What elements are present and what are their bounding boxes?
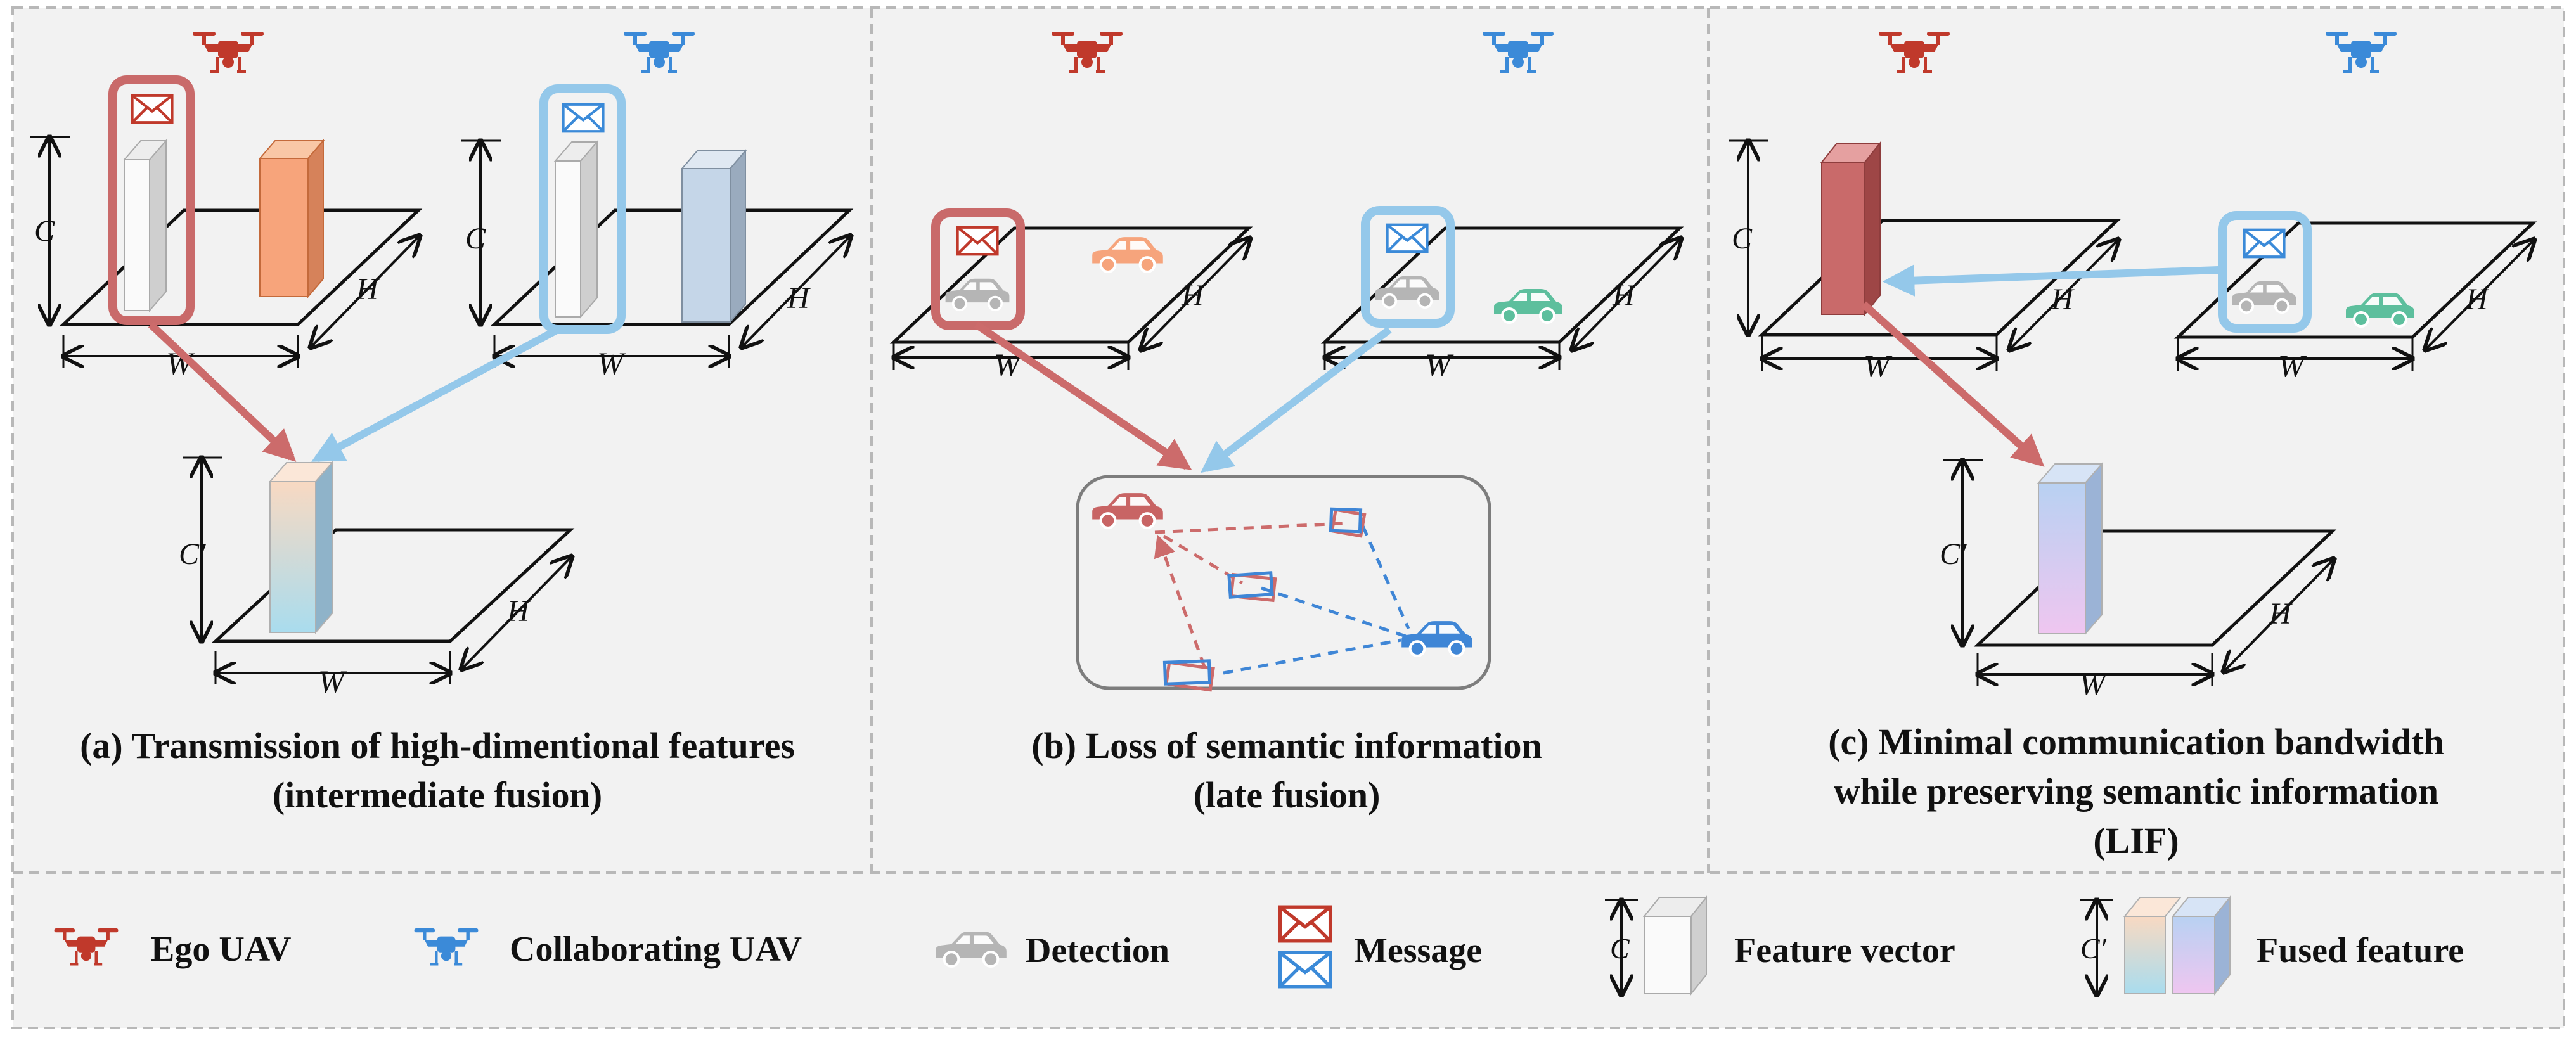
- collab-detection-map: W H: [1320, 206, 1681, 382]
- label-c: C: [465, 222, 486, 255]
- height-dimension: [311, 236, 420, 347]
- caption-b-line2: (late fusion): [1194, 774, 1381, 816]
- label-w: W: [2079, 666, 2108, 702]
- late-fusion-result: [1076, 475, 1491, 692]
- blue-feature-box: [680, 149, 747, 324]
- fused-feature-box: [2037, 462, 2104, 636]
- legend: Ego UAV Collaborating UAV Detection Mess…: [54, 895, 2464, 996]
- feature-vector-box: [1642, 895, 1708, 996]
- legend-collab-uav: Collaborating UAV: [414, 928, 802, 969]
- fused-feature-box: [2123, 897, 2182, 994]
- label-h: H: [787, 281, 811, 315]
- legend-feature-label: Feature vector: [1734, 931, 1955, 970]
- collab-message-highlight: [2218, 211, 2312, 333]
- feature-vector-box: [553, 140, 599, 319]
- ego-envelope-icon: [132, 96, 172, 123]
- orange-feature-box: [258, 139, 325, 298]
- collab-transmission-arrow: [311, 326, 560, 463]
- legend-ego-uav: Ego UAV: [54, 928, 291, 969]
- fused-feature-box: [2171, 895, 2232, 996]
- collab-message-highlight: [539, 84, 626, 334]
- panel-c: C W H W H: [1729, 32, 2534, 861]
- fused-feature-box: [268, 461, 334, 634]
- legend-detection: Detection: [936, 931, 1169, 970]
- collab-message-arrow: [1882, 264, 2219, 297]
- red-dashed-edge: [1154, 534, 1206, 667]
- red-feature-box: [1820, 141, 1882, 316]
- legend-label-c: C: [1610, 932, 1630, 965]
- caption-b-line1: (b) Loss of semantic information: [1031, 725, 1542, 766]
- ego-transmission-arrow: [974, 321, 1192, 470]
- bounding-box: [1227, 571, 1277, 603]
- caption-a-line2: (intermediate fusion): [273, 774, 602, 816]
- label-c-prime: C′: [1940, 537, 1967, 571]
- label-c: C: [1732, 222, 1753, 255]
- red-envelope-icon: [1280, 907, 1330, 941]
- legend-label-c-prime: C′: [2080, 932, 2107, 965]
- label-h: H: [2269, 597, 2293, 631]
- legend-fused-label: Fused feature: [2257, 931, 2464, 970]
- red-dashed-edge: [1154, 522, 1343, 534]
- label-c-prime: C′: [179, 537, 207, 571]
- height-dimension: [2425, 240, 2534, 350]
- label-h: H: [1612, 279, 1636, 312]
- ego-envelope-icon: [958, 228, 998, 255]
- figure-border: [11, 6, 2565, 1029]
- label-w: W: [597, 345, 626, 381]
- feature-vector-box: [122, 139, 168, 312]
- collab-feature-map: C W H: [461, 84, 851, 381]
- height-dimension: [2009, 240, 2118, 350]
- height-dimension: [1141, 238, 1250, 350]
- legend-ego-label: Ego UAV: [151, 930, 291, 969]
- legend-message: Message: [1280, 907, 1482, 987]
- blue-dashed-edge: [1361, 525, 1410, 630]
- legend-fused-feature: C′ Fused feature: [2080, 895, 2464, 996]
- blue-envelope-icon: [1280, 953, 1330, 987]
- collab-transmission-arrow: [1200, 326, 1392, 473]
- label-h: H: [506, 594, 531, 628]
- height-dimension: [2224, 559, 2334, 672]
- caption-a-line1: (a) Transmission of high-dimentional fea…: [80, 725, 795, 766]
- label-h: H: [2051, 283, 2075, 316]
- blue-dashed-edge: [1261, 586, 1407, 638]
- label-h: H: [356, 273, 380, 306]
- panel-a: C W H: [30, 32, 851, 816]
- legend-detection-label: Detection: [1026, 931, 1169, 970]
- ego-feature-map: C W H: [1729, 141, 2118, 383]
- ego-transmission-arrow: [148, 321, 297, 462]
- bounding-box: [1329, 507, 1367, 538]
- panel-b-background: [872, 8, 1708, 873]
- height-dimension: [461, 556, 572, 669]
- ego-fusion-arrow: [1860, 301, 2045, 467]
- collab-detection-map: W H: [2174, 211, 2534, 383]
- fused-feature-map: C′ W H: [1940, 460, 2334, 702]
- label-h: H: [1181, 279, 1205, 312]
- ego-feature-map: C W H: [30, 75, 420, 381]
- ego-message-highlight: [108, 75, 195, 325]
- collab-envelope-icon: [2244, 230, 2284, 257]
- caption-c-line1: (c) Minimal communication bandwidth: [1828, 721, 2444, 762]
- caption-c-line3: (LIF): [2093, 820, 2179, 861]
- bounding-box: [1162, 659, 1215, 692]
- height-dimension: [742, 236, 851, 347]
- legend-collab-label: Collaborating UAV: [510, 930, 802, 969]
- label-w: W: [1425, 347, 1454, 382]
- legend-message-label: Message: [1354, 931, 1482, 970]
- collab-envelope-icon: [1388, 225, 1427, 252]
- caption-c-line2: while preserving semantic information: [1834, 771, 2438, 812]
- label-h: H: [2465, 283, 2489, 316]
- collab-message-highlight: [1361, 206, 1455, 328]
- label-w: W: [318, 664, 347, 699]
- panel-b: W H W H: [889, 32, 1681, 816]
- collab-envelope-icon: [564, 105, 603, 132]
- label-c: C: [34, 214, 55, 248]
- blue-dashed-edge: [1223, 638, 1401, 675]
- label-w: W: [2278, 348, 2307, 383]
- legend-feature-vector: C Feature vector: [1605, 895, 1955, 996]
- label-w: W: [1864, 348, 1893, 383]
- height-dimension: [1572, 238, 1681, 350]
- fused-feature-map: C′ W H: [179, 458, 572, 699]
